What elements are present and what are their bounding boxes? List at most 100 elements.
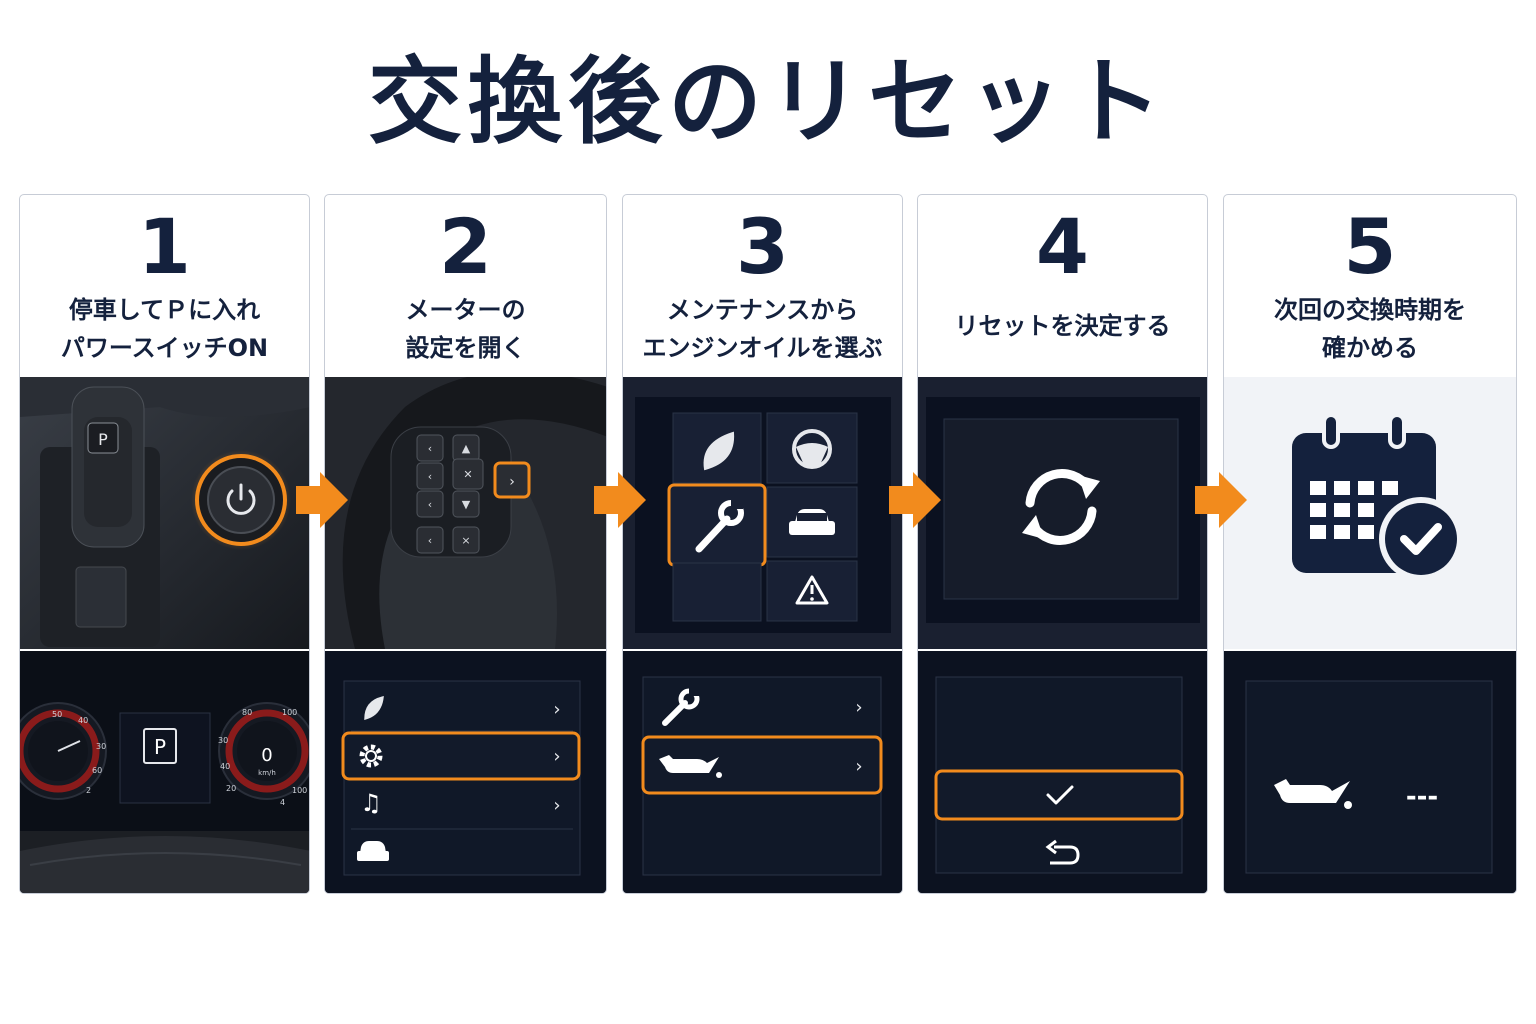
step-1-caption-line2: パワースイッチON	[60, 334, 269, 362]
right-gauge-tick: 100	[282, 708, 297, 717]
menu-item-engine-oil[interactable]: ›	[641, 735, 883, 795]
leaf-icon	[703, 431, 735, 471]
arrow-right-icon	[594, 472, 646, 528]
menu-item-leaf[interactable]: ›	[351, 696, 573, 732]
return-icon	[1045, 839, 1080, 865]
step-5-next-change-display: ---	[1224, 651, 1516, 893]
right-gauge-tick: 100	[292, 786, 307, 795]
right-gauge-tick: 20	[226, 784, 236, 793]
svg-text:›: ›	[553, 746, 560, 767]
reset-icon[interactable]	[1022, 469, 1100, 545]
svg-text:›: ›	[509, 474, 515, 490]
step-5-caption-line1: 次回の交換時期を	[1274, 296, 1466, 324]
svg-text:›: ›	[553, 795, 560, 816]
svg-text:‹: ‹	[428, 442, 432, 455]
gear-icon	[359, 744, 383, 768]
right-gauge-tick: 40	[220, 762, 230, 771]
left-gauge-tick: 60	[92, 766, 102, 775]
speed-unit: km/h	[258, 769, 276, 777]
next-change-value: ---	[1406, 782, 1438, 812]
step-4-confirm-menu	[918, 651, 1207, 893]
step-1-caption: 停車してＰに入れ パワースイッチON	[20, 291, 309, 367]
menu-item-maintenance[interactable]: ›	[662, 688, 863, 726]
step-3-caption-line2: エンジンオイルを選ぶ	[642, 334, 883, 362]
left-gauge-tick: 30	[96, 742, 106, 751]
step-2-steering-photo: ‹▲ ‹✕ ‹▼ ‹× ›	[325, 377, 606, 649]
speed-value: 0	[261, 745, 272, 766]
right-gauge: 0 km/h 80 100 30 40 20 100 4	[218, 702, 309, 807]
step-4-header: 4 リセットを決定する	[918, 195, 1207, 377]
step-4-caption: リセットを決定する	[918, 307, 1207, 345]
step-5-panel: 5 次回の交換時期を 確かめる	[1223, 194, 1517, 894]
svg-text:×: ×	[461, 534, 470, 547]
step-2-caption-line1: メーターの	[405, 296, 526, 324]
left-gauge: 50 40 30 60 2	[20, 702, 107, 800]
menu-item-music[interactable]: ♫ ›	[351, 789, 573, 830]
step-5-header: 5 次回の交換時期を 確かめる	[1224, 195, 1516, 377]
grid-maintenance[interactable]	[667, 483, 767, 567]
step-1-panel: 1 停車してＰに入れ パワースイッチON P	[19, 194, 310, 894]
right-gauge-tick: 4	[280, 798, 285, 807]
grid-car[interactable]	[766, 486, 858, 558]
arrow-right-icon	[1195, 472, 1247, 528]
arrow-right-icon	[889, 472, 941, 528]
svg-text:‹: ‹	[428, 498, 432, 511]
arrow-right-icon	[296, 472, 348, 528]
step-3-menu: › ›	[623, 651, 902, 893]
left-gauge-tick: 50	[52, 710, 62, 719]
grid-empty	[672, 562, 762, 622]
page-title: 交換後のリセット	[367, 48, 1168, 157]
car-icon	[357, 841, 389, 861]
step-3-panel: 3 メンテナンスから エンジンオイルを選ぶ	[622, 194, 903, 894]
menu-item-settings[interactable]: ›	[341, 731, 581, 781]
check-icon	[1046, 785, 1074, 805]
step-4-number: 4	[1036, 202, 1089, 291]
step-3-caption: メンテナンスから エンジンオイルを選ぶ	[623, 291, 902, 367]
svg-text:✕: ✕	[463, 468, 472, 481]
step-2-panel: 2 メーターの 設定を開く ‹ ▲	[324, 194, 607, 894]
menu-item-car[interactable]	[357, 841, 389, 861]
wrench-icon	[695, 499, 744, 553]
step-5-number: 5	[1343, 202, 1397, 291]
right-gauge-tick: 80	[242, 708, 252, 717]
shift-lever: P	[71, 386, 145, 548]
step-5-caption-line2: 確かめる	[1322, 334, 1418, 362]
grid-leaf[interactable]	[672, 412, 762, 484]
svg-text:▲: ▲	[462, 442, 471, 455]
svg-text:‹: ‹	[428, 534, 432, 547]
right-gauge-tick: 30	[218, 736, 228, 745]
grid-warning[interactable]	[766, 560, 858, 622]
step-2-header: 2 メーターの 設定を開く	[325, 195, 606, 377]
step-4-reset-screen	[918, 377, 1207, 649]
warning-icon	[795, 575, 829, 605]
step-1-caption-line1: 停車してＰに入れ	[68, 296, 261, 324]
music-icon: ♫	[360, 789, 382, 817]
car-icon	[789, 509, 835, 535]
step-4-caption-line1: リセットを決定する	[954, 312, 1171, 340]
grid-steering[interactable]	[766, 412, 858, 484]
step-4-panel: 4 リセットを決定する	[917, 194, 1208, 894]
oil-can-icon	[659, 755, 722, 778]
svg-text:P: P	[98, 430, 108, 449]
step-2-caption-line2: 設定を開く	[405, 334, 526, 362]
center-display: P	[119, 712, 211, 804]
step-1-number: 1	[138, 202, 191, 291]
return-option[interactable]	[1045, 839, 1080, 865]
svg-text:‹: ‹	[428, 470, 432, 483]
svg-text:›: ›	[855, 697, 862, 718]
power-button-icon[interactable]	[191, 450, 291, 550]
calendar-check-icon	[1292, 413, 1463, 581]
steering-icon	[792, 429, 832, 469]
left-gauge-tick: 2	[86, 786, 91, 795]
step-1-header: 1 停車してＰに入れ パワースイッチON	[20, 195, 309, 377]
step-3-header: 3 メンテナンスから エンジンオイルを選ぶ	[623, 195, 902, 377]
step-2-caption: メーターの 設定を開く	[325, 291, 606, 367]
step-1-console-photo: P	[20, 377, 309, 649]
step-5-calendar-area	[1224, 377, 1516, 649]
oil-can-icon	[1274, 779, 1352, 809]
step-2-number: 2	[439, 202, 492, 291]
svg-text:›: ›	[855, 756, 862, 777]
confirm-option[interactable]	[934, 769, 1184, 821]
right-arrow-button-icon[interactable]: ›	[493, 461, 531, 499]
step-5-caption: 次回の交換時期を 確かめる	[1224, 291, 1516, 367]
